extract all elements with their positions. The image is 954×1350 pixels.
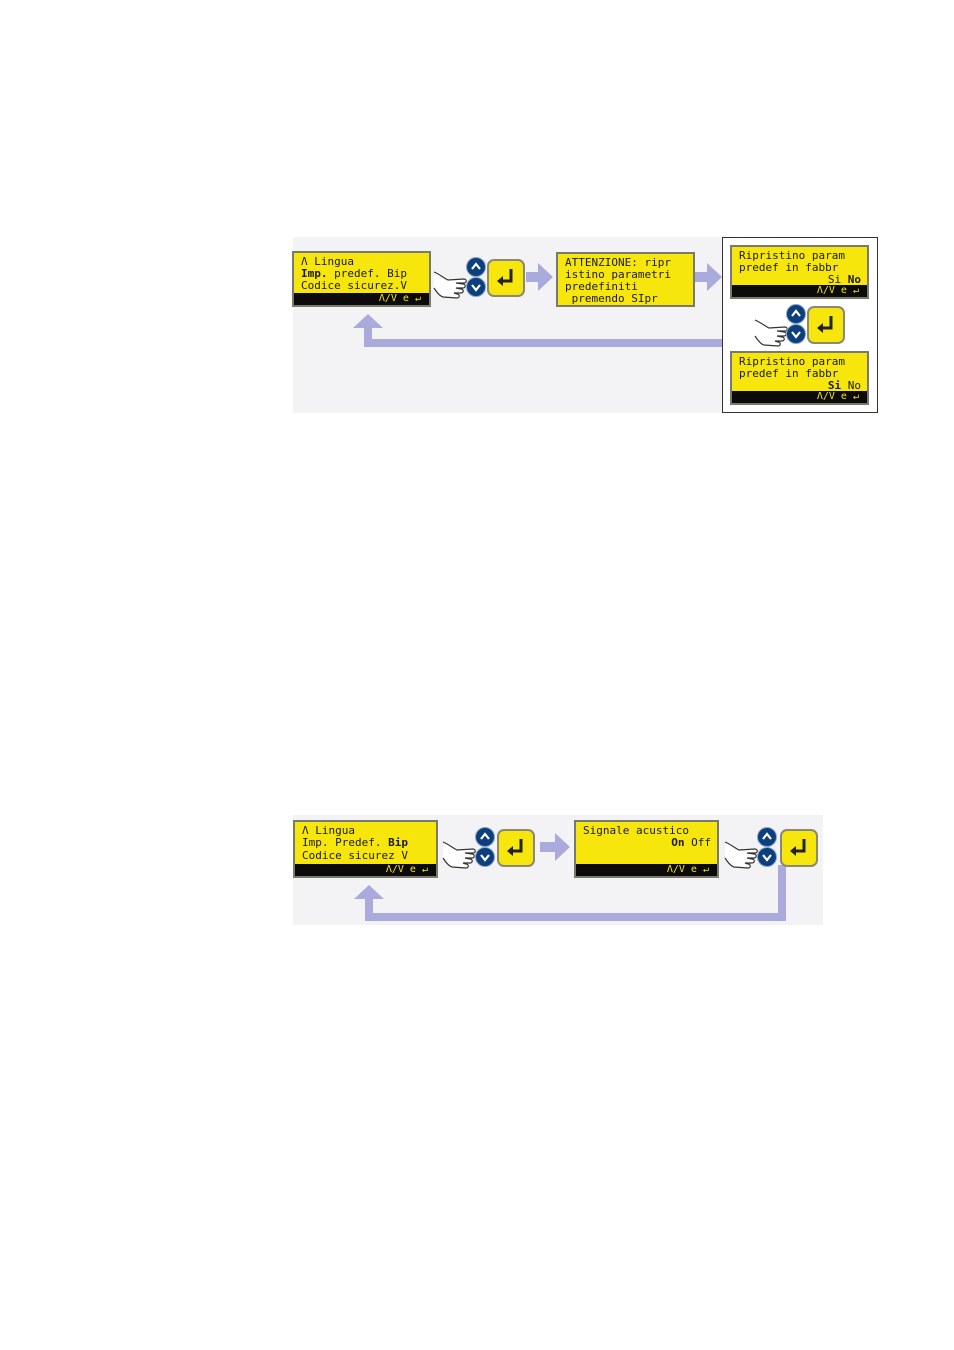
- confirm-options: Si No: [739, 380, 861, 392]
- menu-line-imp-predef: Imp. predef. Bip: [301, 267, 407, 280]
- hand-pointer-icon: [433, 271, 467, 299]
- enter-button[interactable]: [780, 829, 818, 867]
- lcd-menu-screen: Λ Lingua Imp. predef. Bip Codice sicurez…: [292, 251, 431, 307]
- flow-arrow-icon: [353, 314, 724, 347]
- down-button[interactable]: [786, 324, 806, 344]
- up-button[interactable]: [475, 827, 495, 847]
- warning-line-4: premendo SIpr: [565, 292, 658, 305]
- menu-line-lingua: Λ Lingua: [302, 824, 355, 837]
- enter-key-icon: [817, 316, 833, 333]
- warning-line-1: ATTENZIONE: ripr: [565, 256, 671, 269]
- warning-line-3: predefiniti: [565, 280, 638, 293]
- confirm-line-1: Ripristino param: [739, 249, 845, 262]
- flow-arrow-icon: [354, 865, 786, 921]
- diagram-factory-reset: Λ Lingua Imp. predef. Bip Codice sicurez…: [0, 0, 954, 420]
- menu-line-imp-predef: Imp. Predef. Bip: [302, 836, 408, 849]
- up-button[interactable]: [466, 257, 486, 277]
- option-on-selected: On: [671, 836, 685, 849]
- down-arrow-icon: [480, 854, 490, 862]
- lcd-footer: Λ/V e ↵: [295, 864, 436, 876]
- flow-arrow-icon: [540, 833, 570, 861]
- menu-line-codice: Codice sicurez V: [302, 849, 408, 862]
- beep-title: Signale acustico: [583, 824, 689, 837]
- option-off: Off: [691, 836, 711, 849]
- enter-key-icon: [507, 839, 523, 856]
- up-button[interactable]: [757, 827, 777, 847]
- enter-key-icon: [497, 269, 513, 286]
- up-down-buttons: [786, 304, 806, 344]
- enter-button[interactable]: [807, 306, 845, 344]
- flow-arrow-icon: [526, 263, 553, 291]
- lcd-confirm-screen-no: Ripristino param predef in fabbr Si No Λ…: [730, 245, 869, 299]
- lcd-warning-screen: ATTENZIONE: ripr istino parametri predef…: [556, 252, 695, 307]
- hand-pointer-icon: [724, 841, 758, 869]
- footer-hint: Λ/V e ↵: [816, 285, 859, 296]
- hand-pointer-icon: [442, 841, 476, 869]
- option-si: Si: [827, 273, 842, 286]
- warning-line-2: istino parametri: [565, 268, 671, 281]
- diagram-beep-setting: Λ Lingua Imp. Predef. Bip Codice sicurez…: [293, 815, 823, 925]
- enter-button[interactable]: [497, 829, 535, 867]
- menu-line-lingua: Λ Lingua: [301, 255, 354, 268]
- footer-hint: Λ/V e ↵: [385, 864, 428, 875]
- option-no-selected: No: [847, 273, 861, 286]
- flow-arrow-icon: [695, 263, 722, 291]
- up-arrow-icon: [480, 832, 490, 840]
- enter-key-icon: [790, 839, 806, 856]
- confirm-line-2: predef in fabbr: [739, 261, 839, 274]
- lcd-menu-screen: Λ Lingua Imp. Predef. Bip Codice sicurez…: [293, 820, 438, 878]
- up-down-buttons: [757, 827, 777, 867]
- confirm-options: Si No: [739, 274, 861, 286]
- lcd-beep-screen: Signale acustico On Off Λ/V e ↵: [574, 820, 719, 878]
- down-button[interactable]: [475, 847, 495, 867]
- confirm-panel: Ripristino param predef in fabbr Si No Λ…: [722, 237, 878, 413]
- up-arrow-icon: [791, 309, 801, 317]
- footer-hint: Λ/V e ↵: [378, 293, 421, 304]
- down-arrow-icon: [762, 854, 772, 862]
- down-button[interactable]: [466, 277, 486, 297]
- option-si-selected: Si: [827, 379, 842, 392]
- up-button[interactable]: [786, 304, 806, 324]
- footer-hint: Λ/V e ↵: [816, 391, 859, 402]
- lcd-confirm-screen-si: Ripristino param predef in fabbr Si No Λ…: [730, 351, 869, 405]
- option-no: No: [847, 379, 861, 392]
- lcd-footer: Λ/V e ↵: [732, 285, 867, 297]
- lcd-footer: Λ/V e ↵: [294, 293, 429, 305]
- down-button[interactable]: [757, 847, 777, 867]
- menu-line-codice: Codice sicurez.V: [301, 279, 407, 292]
- up-arrow-icon: [762, 832, 772, 840]
- down-arrow-icon: [471, 284, 481, 292]
- up-arrow-icon: [471, 262, 481, 270]
- beep-options: On Off: [583, 837, 711, 849]
- up-down-buttons: [475, 827, 495, 867]
- confirm-line-2: predef in fabbr: [739, 367, 839, 380]
- footer-hint: Λ/V e ↵: [666, 864, 709, 875]
- down-arrow-icon: [791, 331, 801, 339]
- lcd-footer: Λ/V e ↵: [576, 864, 717, 876]
- confirm-line-1: Ripristino param: [739, 355, 845, 368]
- enter-button[interactable]: [487, 259, 525, 297]
- up-down-buttons: [466, 257, 486, 297]
- lcd-footer: Λ/V e ↵: [732, 391, 867, 403]
- hand-pointer-icon: [754, 319, 788, 347]
